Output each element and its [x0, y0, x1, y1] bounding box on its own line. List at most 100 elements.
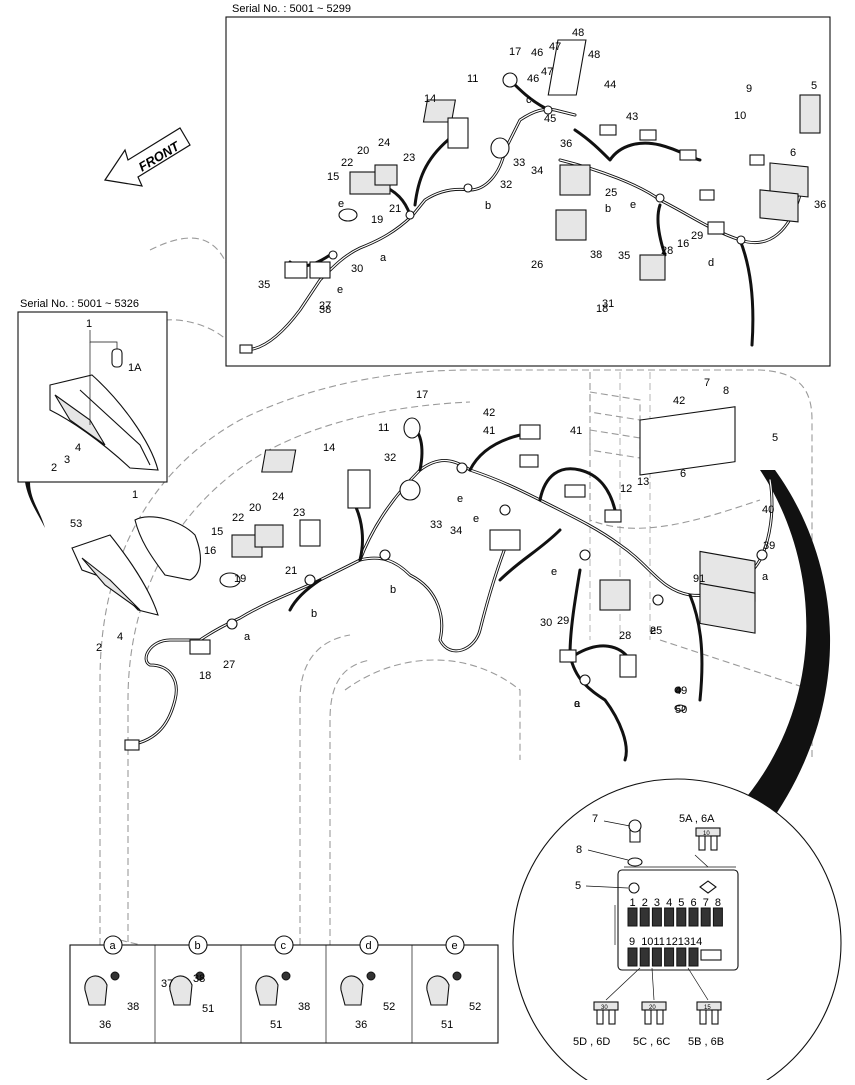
clamp-letter-b: b: [195, 940, 201, 952]
top-callout-36: 29: [691, 230, 703, 242]
top-callout-17: 6: [790, 147, 796, 159]
top-callout-2: 48: [588, 49, 600, 61]
main-callout-19: 33: [430, 519, 442, 531]
fuse-number-bottom-1: 10: [641, 936, 653, 948]
main-harness: [71, 406, 774, 762]
main-callout-38: 28: [619, 630, 631, 642]
main-callout-47: 50: [675, 704, 687, 716]
top-callout-42: 35: [258, 279, 270, 291]
top-callout-37: 28: [661, 245, 673, 257]
clamp-b-part-2: 51: [202, 1003, 214, 1015]
top-callout-10: 5: [811, 80, 817, 92]
fuse-number-top-0: 1: [630, 897, 636, 909]
top-callout-26: 25: [605, 187, 617, 199]
left-serial-label: Serial No. : 5001 ~ 5326: [20, 298, 139, 310]
top-callout-4: 17: [509, 46, 521, 58]
main-callout-15: 40: [762, 504, 774, 516]
clamp-a-part-0: 38: [127, 1001, 139, 1013]
top-callout-9: 9: [746, 83, 752, 95]
top-callout-48: 38: [319, 304, 331, 316]
top-callout-8: 44: [604, 79, 616, 91]
main-callout-2: 7: [704, 377, 710, 389]
top-callout-33: d: [708, 257, 714, 269]
fuse-number-top-6: 7: [703, 897, 709, 909]
fuse-number-bottom-5: 14: [690, 936, 702, 948]
top-callout-6: 46: [527, 73, 539, 85]
top-callout-21: 22: [341, 157, 353, 169]
top-callout-31: 19: [371, 214, 383, 226]
main-callout-14: 12: [620, 483, 632, 495]
clamp-e-part-1: 51: [441, 1019, 453, 1031]
main-callout-25: 23: [293, 507, 305, 519]
fuse-icon-20a: [641, 1001, 667, 1011]
main-callout-42: 27: [223, 659, 235, 671]
clamp-letter-e: e: [452, 940, 458, 952]
main-callout-13: 13: [637, 476, 649, 488]
fuse-icon-15a: [696, 1001, 722, 1011]
fuse-slot-top: [676, 907, 687, 927]
fuse-number-bottom-3: 12: [666, 936, 678, 948]
clamp-letter-c: c: [281, 940, 287, 952]
top-callout-30: 36: [814, 199, 826, 211]
top-callout-41: 38: [590, 249, 602, 261]
top-callout-39: a: [380, 252, 387, 264]
main-callout-46: 18: [199, 670, 211, 682]
fuse-number-top-1: 2: [642, 897, 648, 909]
fuse-box-label: 5: [575, 880, 581, 892]
main-callout-39: e: [574, 698, 580, 710]
fuse-icon-20a-rating: 20: [649, 1005, 656, 1011]
main-callout-27: a: [762, 571, 769, 583]
top-callout-13: c: [526, 94, 532, 106]
fuse-washer-label: 8: [576, 844, 582, 856]
fuse-top-label: 5A , 6A: [679, 813, 715, 825]
clamp-letter-a: a: [110, 940, 117, 952]
fuse-icon-30a-rating: 30: [601, 1005, 608, 1011]
top-callout-32: b: [605, 203, 611, 215]
fuse-number-bottom-4: 13: [678, 936, 690, 948]
front-arrow: FRONT: [103, 127, 191, 187]
top-callout-18: 24: [378, 137, 390, 149]
clamp-b-part-1: 38: [193, 973, 205, 985]
top-callout-45: 27: [319, 300, 331, 312]
clamp-letter-badge: [188, 935, 208, 955]
fuse-number-bottom-0: 9: [629, 936, 635, 948]
left-callout-1: 1A: [128, 362, 142, 374]
fuse-icon-10a: [695, 827, 721, 837]
fuse-slot-bottom: [688, 947, 699, 967]
main-callout-1: 42: [483, 407, 495, 419]
clamp-letter-badge: [274, 935, 294, 955]
main-callout-28: 15: [211, 526, 223, 538]
main-callout-43: 25: [650, 625, 662, 637]
main-callout-6: 42: [673, 395, 685, 407]
main-callout-31: 16: [204, 545, 216, 557]
top-callout-27: e: [630, 199, 636, 211]
fuse-bottom-mid-label: 5C , 6C: [633, 1036, 670, 1048]
top-callout-46: 35: [618, 250, 630, 262]
clamp-letter-d: d: [366, 940, 372, 952]
fuse-slot-bottom: [651, 947, 662, 967]
main-callout-32: 19: [234, 573, 246, 585]
fuse-number-top-2: 3: [654, 897, 660, 909]
top-callout-38: 30: [351, 263, 363, 275]
main-callout-11: e: [457, 493, 463, 505]
top-callout-12: 10: [734, 110, 746, 122]
main-callout-45: 49: [675, 685, 687, 697]
left-inset: [17, 311, 168, 483]
left-callout-4: 2: [51, 462, 57, 474]
top-callout-29: b: [485, 200, 491, 212]
main-callout-23: 22: [232, 512, 244, 524]
fuse-icon-30a: [593, 1001, 619, 1011]
fuse-slot-bottom: [664, 947, 675, 967]
left-callout-2: 4: [75, 442, 81, 454]
main-callout-24: 20: [249, 502, 261, 514]
fuse-icon-15a-rating: 15: [704, 1005, 711, 1011]
main-callout-21: 39: [763, 540, 775, 552]
fuse-bottom-right-label: 5B , 6B: [688, 1036, 724, 1048]
main-callout-20: 34: [450, 525, 462, 537]
top-callout-35: 16: [677, 238, 689, 250]
main-callout-48: a: [574, 698, 581, 710]
top-callout-28: 21: [389, 203, 401, 215]
clamp-d-part-1: 36: [355, 1019, 367, 1031]
